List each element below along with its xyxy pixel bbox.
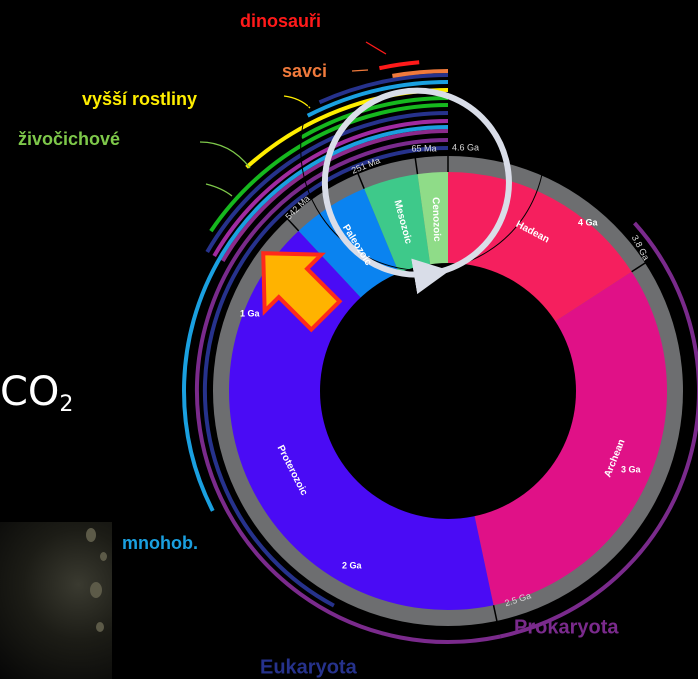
tick-line <box>286 217 300 232</box>
group-label-vyssi-rostliny: vyšší rostliny <box>82 89 197 109</box>
group-label-savci: savci <box>282 61 327 81</box>
leader-line <box>351 69 369 72</box>
life-arc <box>212 119 449 258</box>
life-arc-eukaryota <box>205 111 449 254</box>
group-label-mnohob: mnohob. <box>122 533 198 553</box>
tick-label: 65 Ma <box>411 143 436 153</box>
group-label-zivocichove: živočichové <box>18 129 120 149</box>
leader-line <box>365 41 387 55</box>
leader-line <box>205 183 233 197</box>
life-arc <box>300 96 449 140</box>
tick-label: 2 Ga <box>342 560 363 570</box>
tick-line <box>356 172 365 189</box>
life-arc-eukaryota <box>202 146 449 608</box>
tick-line <box>414 157 419 175</box>
life-arc <box>318 73 449 105</box>
background-photo <box>0 522 112 679</box>
group-label-eukaryota: Eukaryota <box>260 656 358 678</box>
leader-line <box>283 95 311 109</box>
group-label-dinosauri: dinosauři <box>240 11 321 31</box>
highlight-arrow-icon <box>261 251 343 333</box>
rotation-arrow-icon <box>321 87 512 295</box>
tick-line <box>631 261 647 273</box>
clock-center <box>321 264 575 518</box>
life-arc-mnohob <box>182 125 449 512</box>
tick-label: 3 Ga <box>621 464 642 474</box>
leader-line <box>199 141 251 169</box>
co2-label: CO2 <box>0 369 74 417</box>
tick-line <box>492 605 498 622</box>
life-arc-prokaryota <box>499 221 698 639</box>
life-arc <box>306 80 449 118</box>
life-arc <box>221 129 449 263</box>
life-arc-savci <box>392 69 449 78</box>
group-label-prokaryota: Prokaryota <box>514 616 619 638</box>
eon-label-cenozoic: Cenozoic <box>430 197 443 242</box>
life-arc-dinosauri <box>378 60 420 71</box>
life-arc-zivocichove <box>209 103 449 233</box>
tick-label: 4 Ga <box>578 217 599 227</box>
tick-label: 4.6 Ga <box>452 142 479 152</box>
tick-label: 1 Ga <box>240 308 261 318</box>
